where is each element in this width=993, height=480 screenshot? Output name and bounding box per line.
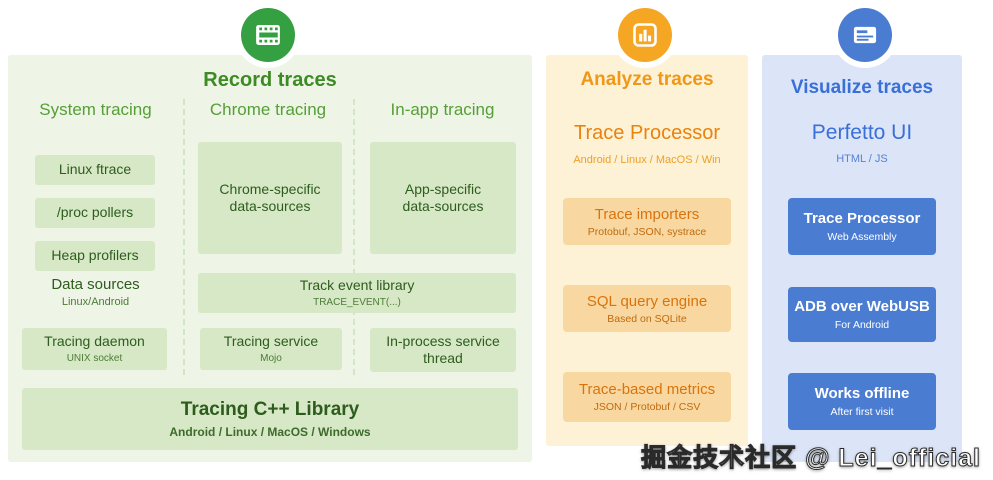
visualize-badge xyxy=(838,8,892,62)
visualize-traces-title: Visualize traces xyxy=(790,77,934,98)
perfetto-ui-tech: HTML / JS xyxy=(836,153,888,165)
trace-importers-box: Trace importers Protobuf, JSON, systrace xyxy=(563,198,731,245)
box-sublabel: Mojo xyxy=(260,352,282,364)
box-label: /proc pollers xyxy=(56,204,134,221)
watermark-text: 掘金技术社区 @ Lei_official xyxy=(641,444,981,473)
inapp-tracing-header: In-app tracing xyxy=(390,100,495,119)
box-label: Chrome-specific data-sources xyxy=(219,180,321,215)
track-event-library-box: Track event library TRACE_EVENT(...) xyxy=(198,273,516,313)
trace-processor-title: Trace Processor xyxy=(574,122,720,144)
in-process-service-thread-box: In-process service thread xyxy=(370,328,516,372)
box-label: In-process service thread xyxy=(386,332,500,367)
app-specific-box: App-specific data-sources xyxy=(370,142,516,254)
box-sublabel: TRACE_EVENT(...) xyxy=(313,296,401,308)
analyze-traces-title: Analyze traces xyxy=(580,69,714,90)
box-sublabel: JSON / Protobuf / CSV xyxy=(593,401,701,413)
box-sublabel: Android / Linux / MacOS / Windows xyxy=(169,425,371,440)
visualize-traces-panel: Visualize traces Perfetto UI HTML / JS T… xyxy=(762,55,962,462)
system-tracing-header: System tracing xyxy=(39,100,152,119)
box-label: Trace Processor xyxy=(803,210,921,227)
box-label: Trace-based metrics xyxy=(578,381,716,398)
linux-ftrace-box: Linux ftrace xyxy=(35,155,155,185)
box-label: ADB over WebUSB xyxy=(794,298,930,315)
box-label: Works offline xyxy=(814,385,910,402)
film-icon xyxy=(256,25,280,45)
analyze-traces-panel: Analyze traces Trace Processor Android /… xyxy=(546,55,748,446)
box-label: Track event library xyxy=(299,277,415,293)
trace-based-metrics-box: Trace-based metrics JSON / Protobuf / CS… xyxy=(563,372,731,422)
box-sublabel: UNIX socket xyxy=(66,352,123,364)
bar-chart-icon xyxy=(633,23,657,47)
proc-pollers-box: /proc pollers xyxy=(35,198,155,228)
box-sublabel: After first visit xyxy=(830,406,894,418)
column-divider xyxy=(183,99,185,375)
trace-processor-wasm-box: Trace Processor Web Assembly xyxy=(788,198,936,255)
data-sources-label: Data sources Linux/Android xyxy=(8,276,183,308)
tracing-daemon-box: Tracing daemon UNIX socket xyxy=(22,328,167,370)
chrome-tracing-header: Chrome tracing xyxy=(209,100,327,119)
record-traces-title: Record traces xyxy=(203,69,337,91)
column-divider xyxy=(353,99,355,375)
chrome-specific-box: Chrome-specific data-sources xyxy=(198,142,342,254)
box-sublabel: For Android xyxy=(834,319,890,331)
trace-processor-platforms: Android / Linux / MacOS / Win xyxy=(573,154,721,166)
data-sources-title: Data sources xyxy=(51,276,140,293)
box-label: Tracing daemon xyxy=(44,333,145,349)
record-traces-panel: Record traces System tracing Chrome trac… xyxy=(8,55,532,462)
analyze-badge xyxy=(618,8,672,62)
box-label: App-specific data-sources xyxy=(402,180,484,215)
tracing-service-box: Tracing service Mojo xyxy=(200,328,342,370)
sql-query-engine-box: SQL query engine Based on SQLite xyxy=(563,285,731,332)
box-sublabel: Protobuf, JSON, systrace xyxy=(587,225,707,238)
browser-card-icon xyxy=(853,26,877,44)
adb-over-webusb-box: ADB over WebUSB For Android xyxy=(788,287,936,342)
record-badge xyxy=(241,8,295,62)
works-offline-box: Works offline After first visit xyxy=(788,373,936,430)
box-sublabel: Based on SQLite xyxy=(607,312,687,325)
box-label: Linux ftrace xyxy=(58,161,132,178)
box-label: Trace importers xyxy=(594,205,700,223)
box-sublabel: Web Assembly xyxy=(827,231,897,243)
tracing-cpp-library-box: Tracing C++ Library Android / Linux / Ma… xyxy=(22,388,518,450)
heap-profilers-box: Heap profilers xyxy=(35,241,155,271)
box-label: Heap profilers xyxy=(51,247,139,264)
box-label: SQL query engine xyxy=(586,292,708,310)
perfetto-ui-title: Perfetto UI xyxy=(811,121,913,144)
box-label: Tracing service xyxy=(223,333,319,349)
box-label: Tracing C++ Library xyxy=(180,398,360,420)
data-sources-sublabel: Linux/Android xyxy=(61,296,130,308)
